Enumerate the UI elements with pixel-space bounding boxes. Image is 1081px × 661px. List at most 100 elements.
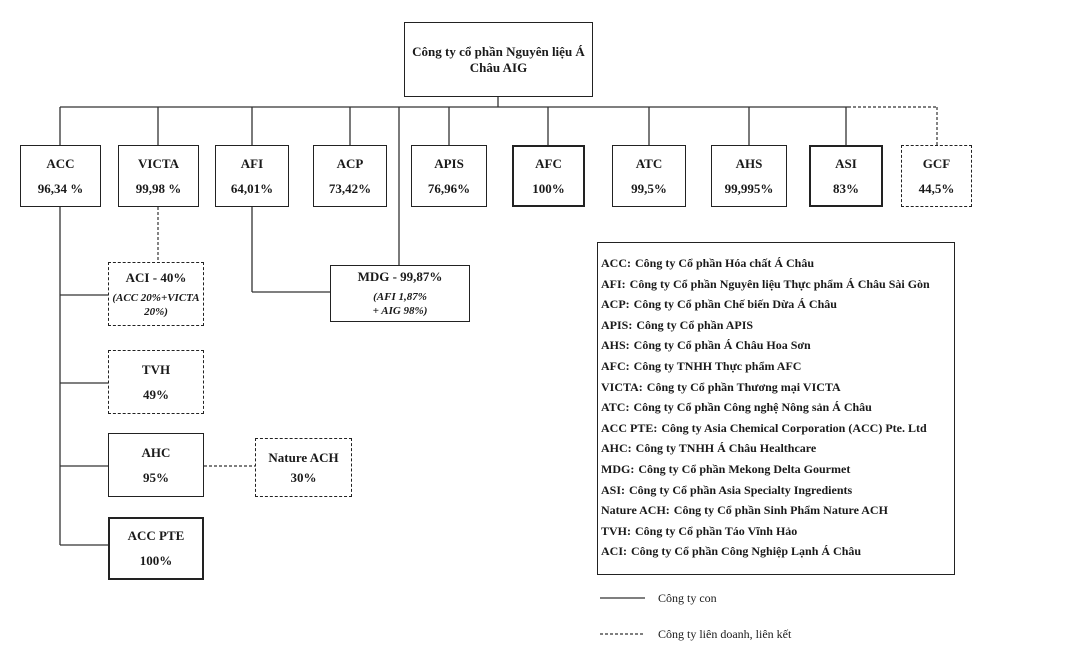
glossary-item: ATC:Công ty Cổ phần Công nghệ Nông sản Á… bbox=[601, 397, 954, 418]
mdg-title: MDG - 99,87% bbox=[357, 269, 443, 284]
box-apis: APIS 76,96% bbox=[411, 145, 487, 207]
glossary-name: Công ty Cổ phần Chế biến Dừa Á Châu bbox=[633, 297, 837, 312]
legend-joint-venture-label: Công ty liên doanh, liên kết bbox=[658, 627, 792, 641]
acp-pct: 73,42% bbox=[328, 180, 372, 196]
glossary-item: TVH: Công ty Cổ phần Táo Vĩnh Hảo bbox=[601, 521, 954, 542]
box-atc: ATC 99,5% bbox=[612, 145, 686, 207]
acc-code: ACC bbox=[46, 155, 75, 171]
box-parent-aig: Công ty cổ phần Nguyên liệu Á Châu AIG bbox=[404, 22, 593, 97]
glossary-item: AFI:Công ty Cổ phần Nguyên liệu Thực phẩ… bbox=[601, 274, 954, 295]
box-gcf: GCF 44,5% bbox=[901, 145, 972, 207]
glossary-list: ACC: Công ty Cổ phần Hóa chất Á Châu AFI:… bbox=[601, 253, 954, 562]
box-acc: ACC 96,34 % bbox=[20, 145, 101, 207]
glossary-item: AHC:Công ty TNHH Á Châu Healthcare bbox=[601, 438, 954, 459]
mdg-note-line1: (AFI 1,87% bbox=[373, 291, 427, 303]
glossary-name: Công ty Cổ phần Hóa chất Á Châu bbox=[635, 256, 815, 270]
box-nature-ach: Nature ACH 30% bbox=[255, 438, 352, 497]
box-aci: ACI - 40% (ACC 20%+VICTA 20%) bbox=[108, 262, 204, 326]
glossary-code: AFI: bbox=[601, 276, 626, 291]
ahs-code: AHS bbox=[735, 155, 763, 171]
tvh-pct: 49% bbox=[143, 386, 169, 402]
box-ahs: AHS 99,995% bbox=[711, 145, 787, 207]
afc-code: AFC bbox=[535, 155, 562, 171]
glossary-name: Công ty Cổ phần Asia Specialty Ingredien… bbox=[629, 482, 853, 497]
box-acc-pte: ACC PTE 100% bbox=[108, 517, 204, 580]
gcf-code: GCF bbox=[922, 155, 951, 171]
ahc-code: AHC bbox=[141, 444, 171, 460]
glossary-item: MDG:Công ty Cổ phần Mekong Delta Gourmet bbox=[601, 459, 954, 480]
glossary-item: ACP:Công ty Cổ phần Chế biến Dừa Á Châu bbox=[601, 294, 954, 315]
glossary-name: Công ty Cổ phần Công Nghiệp Lạnh Á Châu bbox=[631, 544, 862, 559]
glossary-name: Công ty Cổ phần Nguyên liệu Thực phẩm Á … bbox=[629, 276, 930, 291]
acc-pct: 96,34 % bbox=[37, 180, 84, 196]
glossary-item: AHS:Công ty Cổ phần Á Châu Hoa Sơn bbox=[601, 335, 954, 356]
afi-code: AFI bbox=[240, 155, 264, 171]
mdg-note-line2: + AIG 98%) bbox=[372, 305, 428, 317]
atc-code: ATC bbox=[635, 155, 663, 171]
box-acp: ACP 73,42% bbox=[313, 145, 387, 207]
glossary-name: Công ty TNHH Á Châu Healthcare bbox=[635, 441, 817, 456]
glossary-name: Công ty Cổ phần APIS bbox=[636, 317, 754, 332]
glossary-code: APIS: bbox=[601, 317, 633, 332]
glossary-code: Nature ACH: bbox=[601, 503, 670, 518]
glossary-item: Nature ACH:Công ty Cổ phần Sinh Phẩm Nat… bbox=[601, 500, 954, 521]
acc-pte-pct: 100% bbox=[139, 553, 173, 568]
asi-code: ASI bbox=[835, 155, 857, 171]
parent-name-line2: Châu AIG bbox=[469, 59, 528, 75]
victa-code: VICTA bbox=[138, 155, 179, 171]
tvh-code: TVH bbox=[141, 361, 171, 377]
box-afc: AFC 100% bbox=[512, 145, 585, 207]
afi-pct: 64,01% bbox=[230, 180, 274, 196]
glossary-code: VICTA: bbox=[601, 379, 643, 394]
acp-code: ACP bbox=[336, 155, 364, 171]
ahc-pct: 95% bbox=[143, 469, 169, 485]
glossary-code: ACI: bbox=[601, 544, 627, 559]
apis-code: APIS bbox=[434, 155, 464, 171]
box-afi: AFI 64,01% bbox=[215, 145, 289, 207]
glossary-name: Công ty Cổ phần Táo Vĩnh Hảo bbox=[635, 523, 798, 538]
glossary-code: AHC: bbox=[601, 441, 632, 456]
glossary-item: ACC: Công ty Cổ phần Hóa chất Á Châu bbox=[601, 253, 954, 274]
apis-pct: 76,96% bbox=[427, 180, 471, 196]
box-ahc: AHC 95% bbox=[108, 433, 204, 497]
box-asi: ASI 83% bbox=[809, 145, 883, 207]
glossary-item: VICTA:Công ty Cổ phần Thương mại VICTA bbox=[601, 377, 954, 398]
glossary-name: Công ty Cổ phần Thương mại VICTA bbox=[646, 379, 841, 394]
glossary-item: APIS:Công ty Cổ phần APIS bbox=[601, 315, 954, 336]
glossary-box: ACC: Công ty Cổ phần Hóa chất Á Châu AFI:… bbox=[597, 242, 955, 575]
glossary-code: AHS: bbox=[601, 338, 630, 353]
box-tvh: TVH 49% bbox=[108, 350, 204, 414]
glossary-item: ASI:Công ty Cổ phần Asia Specialty Ingre… bbox=[601, 480, 954, 501]
afc-pct: 100% bbox=[532, 180, 565, 196]
glossary-name: Công ty TNHH Thực phẩm AFC bbox=[633, 358, 802, 373]
atc-pct: 99,5% bbox=[631, 180, 667, 196]
glossary-name: Công ty Asia Chemical Corporation (ACC) … bbox=[661, 420, 927, 435]
glossary-item: ACI: Công ty Cổ phần Công Nghiệp Lạnh Á C… bbox=[601, 541, 954, 562]
glossary-name: Công ty Cổ phần Công nghệ Nông sản Á Châ… bbox=[633, 400, 872, 415]
glossary-code: MDG: bbox=[601, 461, 635, 476]
nature-ach-pct: 30% bbox=[290, 469, 317, 485]
glossary-code: ASI: bbox=[601, 482, 626, 497]
nature-ach-code: Nature ACH bbox=[268, 449, 339, 465]
aci-note-line2: 20%) bbox=[144, 305, 168, 318]
victa-pct: 99,98 % bbox=[135, 180, 182, 196]
glossary-name: Công ty Cổ phần Á Châu Hoa Sơn bbox=[633, 338, 811, 353]
gcf-pct: 44,5% bbox=[918, 180, 955, 196]
glossary-name: Công ty Cổ phần Sinh Phẩm Nature ACH bbox=[673, 503, 888, 518]
glossary-code: ACC: bbox=[601, 256, 631, 270]
acc-pte-code: ACC PTE bbox=[127, 528, 185, 543]
glossary-code: TVH: bbox=[601, 523, 631, 538]
glossary-name: Công ty Cổ phần Mekong Delta Gourmet bbox=[638, 461, 851, 476]
legend-subsidiary-label: Công ty con bbox=[658, 591, 717, 605]
glossary-code: AFC: bbox=[601, 358, 630, 373]
aci-note-line1: (ACC 20%+VICTA bbox=[112, 291, 200, 304]
glossary-code: ACP: bbox=[601, 297, 630, 312]
aci-title: ACI - 40% bbox=[125, 269, 187, 285]
box-mdg: MDG - 99,87% (AFI 1,87% + AIG 98%) bbox=[330, 265, 470, 322]
glossary-code: ATC: bbox=[601, 400, 630, 415]
glossary-code: ACC PTE: bbox=[601, 420, 658, 435]
parent-name-line1: Công ty cổ phần Nguyên liệu Á bbox=[412, 43, 585, 59]
box-victa: VICTA 99,98 % bbox=[118, 145, 199, 207]
